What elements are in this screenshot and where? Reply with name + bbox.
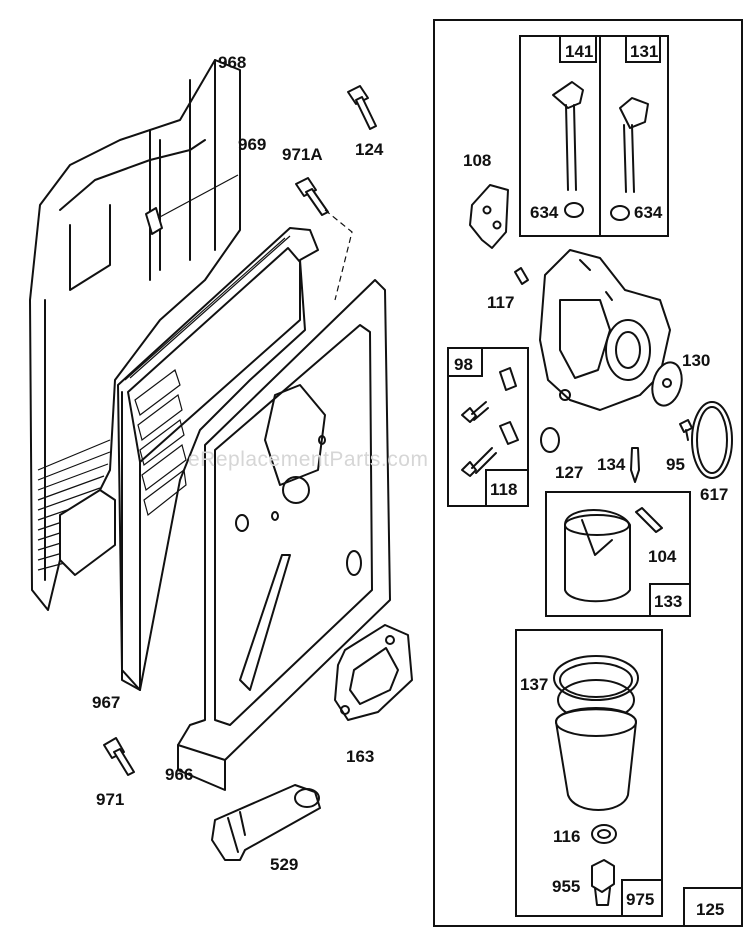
label-969: 969 (238, 135, 266, 154)
label-130: 130 (682, 351, 710, 370)
label-955: 955 (552, 877, 580, 896)
label-967: 967 (92, 693, 120, 712)
label-971: 971 (96, 790, 124, 809)
label-163: 163 (346, 747, 374, 766)
filter-element-967 (117, 227, 319, 691)
float-pin (635, 507, 663, 533)
label-104: 104 (648, 547, 677, 566)
label-124: 124 (355, 140, 384, 159)
label-127: 127 (555, 463, 583, 482)
label-634-left: 634 (530, 203, 559, 222)
needle-134 (630, 447, 640, 483)
label-529: 529 (270, 855, 298, 874)
label-117: 117 (487, 293, 514, 312)
throttle-shaft (552, 81, 584, 218)
mixture-screw (461, 421, 519, 477)
screw-95 (679, 419, 693, 441)
label-137: 137 (520, 675, 548, 694)
label-975: 975 (626, 890, 654, 909)
screw-971 (103, 737, 135, 776)
float-bowl (555, 707, 637, 811)
gasket-163 (334, 624, 413, 721)
label-133: 133 (654, 592, 682, 611)
screw-971A (295, 177, 353, 301)
label-134: 134 (597, 455, 626, 474)
breather-tube-529 (211, 784, 321, 861)
label-634-right: 634 (634, 203, 663, 222)
gasket-130 (651, 361, 683, 407)
plate-108 (469, 184, 509, 249)
air-cleaner-cover-966 (177, 279, 391, 791)
carburetor-frame (433, 19, 743, 927)
o-ring-127 (540, 427, 560, 453)
label-141: 141 (565, 42, 593, 61)
pleat-pattern (134, 369, 187, 517)
washer-116 (591, 824, 617, 844)
label-98: 98 (454, 355, 473, 374)
label-966: 966 (165, 765, 193, 784)
screw-969 (145, 174, 239, 235)
bowl-box (515, 629, 663, 917)
float (564, 509, 631, 603)
label-95: 95 (666, 455, 685, 474)
label-131: 131 (630, 42, 658, 61)
o-ring-617 (691, 401, 733, 479)
label-968: 968 (218, 53, 246, 72)
bowl-nut-955 (591, 859, 615, 906)
air-cleaner-base-968 (29, 59, 241, 611)
shafts-box (519, 35, 669, 237)
label-118: 118 (490, 480, 517, 499)
carburetor-body (539, 249, 671, 411)
choke-shaft (610, 97, 649, 221)
screws-box (447, 347, 529, 507)
pin-117 (514, 267, 529, 285)
label-116: 116 (553, 827, 580, 846)
screw-124 (347, 85, 377, 130)
label-125: 125 (696, 900, 724, 919)
watermark: eReplacementParts.com (188, 448, 428, 471)
label-971A: 971A (282, 145, 323, 164)
idle-speed-screw (461, 367, 517, 423)
float-box (545, 491, 691, 617)
label-617: 617 (700, 485, 728, 504)
assembly-box (683, 887, 743, 927)
label-108: 108 (463, 151, 491, 170)
